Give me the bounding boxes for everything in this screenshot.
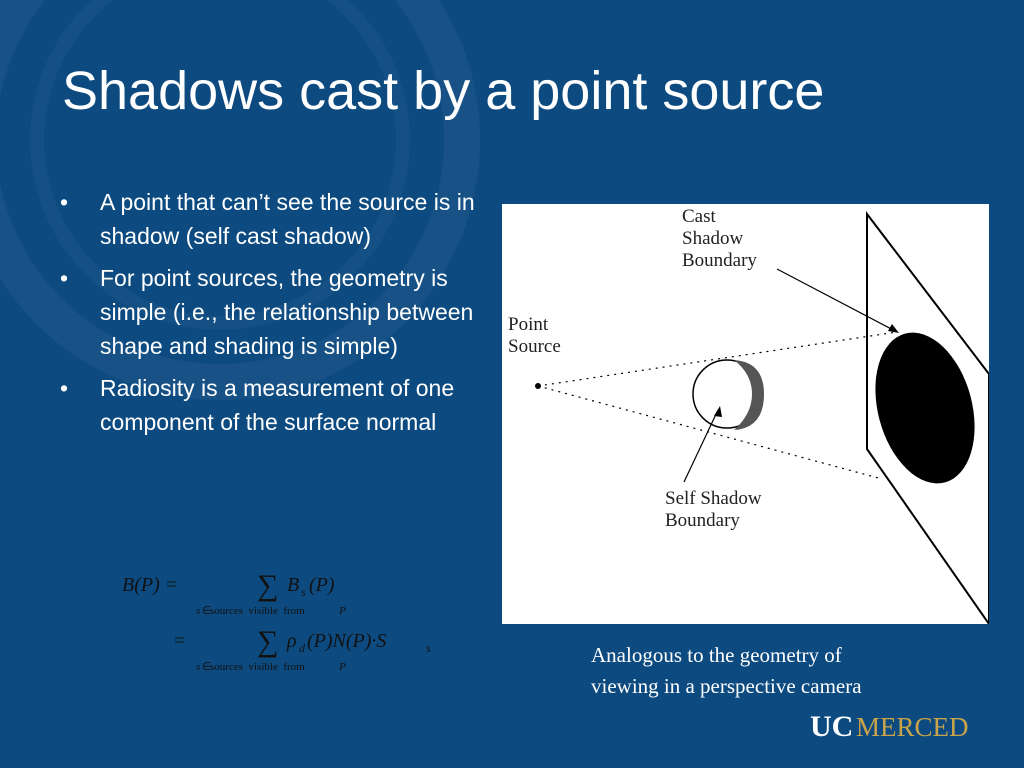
logo-merced: MERCED (856, 712, 969, 742)
sum-symbol: ∑ (257, 625, 278, 658)
bullet-glyph: • (60, 189, 69, 215)
arrowhead (714, 406, 722, 417)
cast-boundary-pointer (776, 268, 898, 333)
label-self-boundary: Boundary (665, 510, 740, 531)
point-source-dot (535, 383, 541, 389)
label-boundary: Boundary (682, 250, 757, 271)
term-product: (P)N(P)·S (307, 630, 386, 652)
self-shadow-region (734, 360, 764, 430)
radiosity-equation: B(P) = ∑ B s (P) s ∈ sources visible fro… (112, 565, 472, 680)
shadow-diagram-svg: Cast Shadow Boundary Point Source Self S… (508, 206, 989, 624)
term-b-subscript: s (301, 585, 306, 599)
term-s-subscript: s (426, 641, 431, 655)
term-b-arg: (P) (309, 574, 335, 596)
bullet-list: • A point that can’t see the source is in… (60, 185, 490, 447)
self-boundary-pointer (683, 409, 719, 483)
under-text: sources visible from (210, 661, 305, 673)
equation-lhs: B(P) = (122, 574, 178, 596)
under-p: P (338, 605, 346, 617)
slide-title: Shadows cast by a point source (62, 61, 825, 121)
receiving-plane (866, 211, 989, 624)
light-ray-upper (537, 331, 898, 387)
sum-symbol: ∑ (257, 569, 278, 602)
caption-line: Analogous to the geometry of (591, 643, 842, 667)
bullet-item: • For point sources, the geometry is simp… (60, 261, 490, 363)
bullet-text: For point sources, the geometry is simpl… (100, 265, 474, 359)
cast-shadow (875, 332, 975, 484)
under-text: sources visible from (210, 605, 305, 617)
under-s: s (196, 661, 200, 673)
term-rho-subscript: d (299, 641, 306, 655)
label-cast: Cast (682, 206, 717, 227)
shadow-diagram: Cast Shadow Boundary Point Source Self S… (502, 204, 989, 624)
bullet-text: Radiosity is a measurement of one compon… (100, 375, 455, 435)
bullet-text: A point that can’t see the source is in … (100, 189, 475, 249)
under-element-of: ∈ (202, 661, 212, 673)
bullet-glyph: • (60, 375, 69, 401)
equation-svg: B(P) = ∑ B s (P) s ∈ sources visible fro… (122, 569, 431, 673)
equals-sign: = (174, 630, 185, 652)
logo-uc: UC (810, 710, 853, 743)
label-source: Source (508, 336, 561, 357)
term-b: B (287, 574, 299, 596)
under-p: P (338, 661, 346, 673)
caption-line: viewing in a perspective camera (591, 674, 862, 698)
arrowhead (888, 324, 899, 333)
under-s: s (196, 605, 200, 617)
term-rho: ρ (286, 630, 297, 652)
bullet-item: • A point that can’t see the source is in… (60, 185, 490, 253)
under-element-of: ∈ (202, 605, 212, 617)
bullet-glyph: • (60, 265, 69, 291)
label-point: Point (508, 314, 549, 335)
label-shadow: Shadow (682, 228, 744, 249)
figure-caption: Analogous to the geometry of viewing in … (591, 640, 991, 702)
ucmerced-logo: UC MERCED (810, 706, 990, 746)
label-self-shadow: Self Shadow (665, 488, 762, 509)
ucmerced-logo-svg: UC MERCED (810, 710, 969, 743)
bullet-item: • Radiosity is a measurement of one compo… (60, 371, 490, 439)
